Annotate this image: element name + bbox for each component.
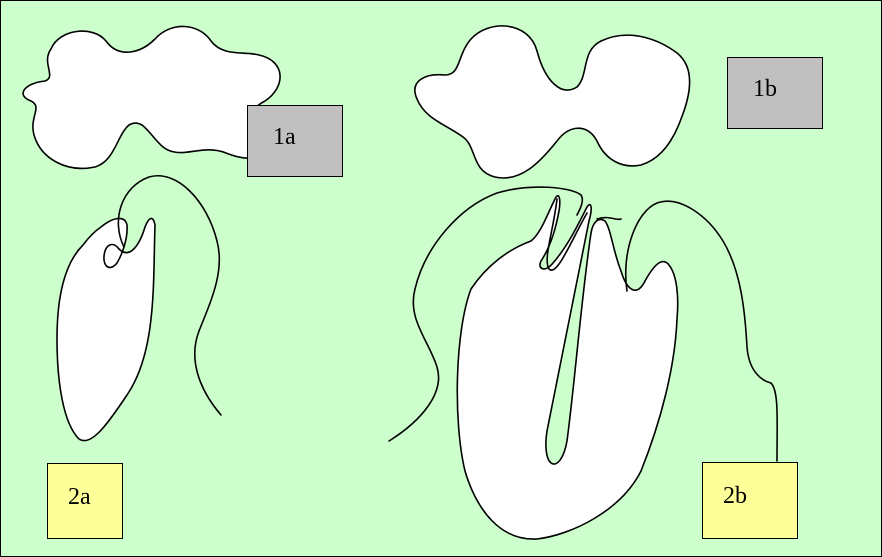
shape-1a-outline (23, 26, 280, 168)
label-1a-text: 1a (273, 124, 296, 150)
label-1a-box: 1a (247, 105, 343, 177)
label-1b-box: 1b (727, 57, 823, 129)
label-2a-text: 2a (68, 484, 91, 510)
label-2a-box: 2a (47, 463, 123, 539)
label-2b-box: 2b (702, 462, 798, 539)
shape-1b-outline (415, 26, 690, 178)
shape-2b-outline (457, 196, 677, 539)
label-1b-text: 1b (753, 76, 777, 102)
label-2b-text: 2b (723, 483, 747, 509)
shape-2a-outline (57, 218, 155, 440)
